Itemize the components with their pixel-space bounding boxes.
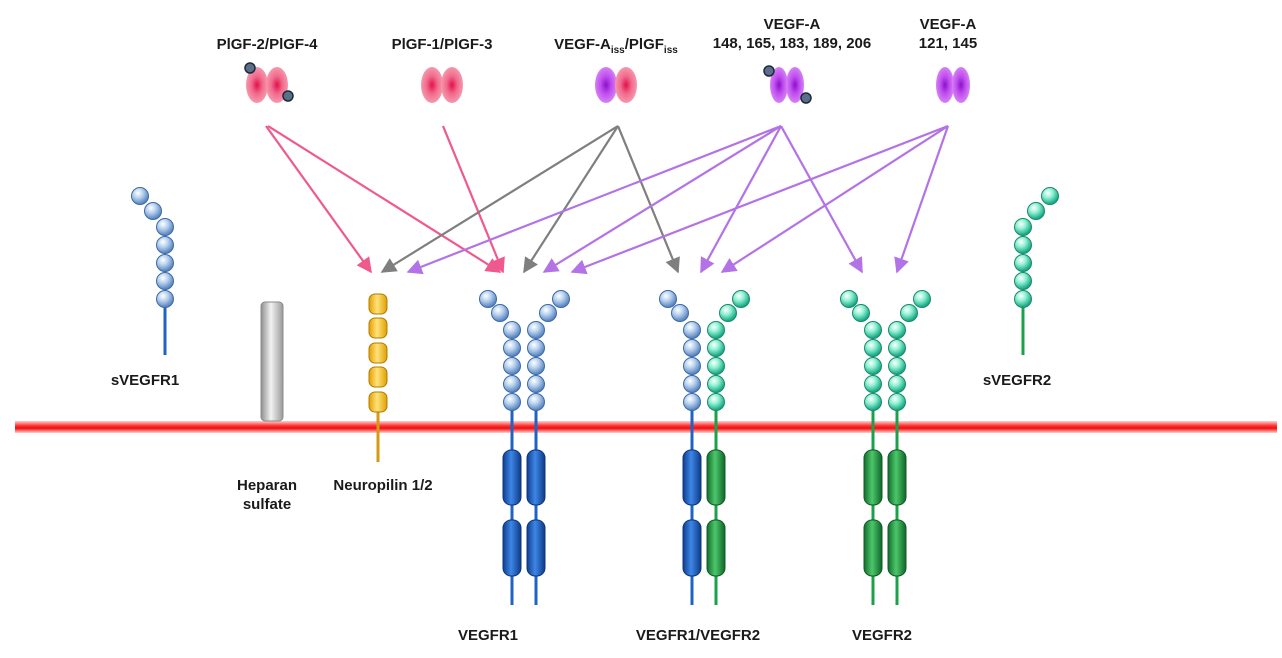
arrow-iss-neuropilin xyxy=(380,125,619,273)
receptor-vegfr2 xyxy=(840,290,931,605)
ligand-vegfa-plgf-iss xyxy=(595,67,637,103)
cell-membrane xyxy=(15,421,1277,433)
label-vegfa-long: VEGF-A 148, 165, 183, 189, 206 xyxy=(702,15,882,53)
receptor-svegfr1 xyxy=(131,187,174,355)
label-vegfr2: VEGFR2 xyxy=(851,627,912,644)
arrow-vegfa-short-vegfr2 xyxy=(894,125,950,274)
label-iss-vegfa-sub: iss xyxy=(610,45,625,56)
label-iss-plgf-sub: iss xyxy=(663,45,678,56)
label-vegfa-long-line1: VEGF-A xyxy=(763,16,821,33)
ligand-vegfa-long xyxy=(763,65,812,104)
arrow-vegfa-long-neuropilin xyxy=(406,124,782,275)
arrow-vegfa-long-vegfr2 xyxy=(780,125,863,274)
arrow-vegfa-short-vegfr1 xyxy=(570,124,949,275)
label-plgf13: PlGF-1/PlGF-3 xyxy=(391,36,493,53)
label-iss-plgf: PlGF xyxy=(628,36,664,53)
label-iss-sep: / xyxy=(624,36,629,53)
receptor-vegfr1-vegfr2 xyxy=(659,290,750,605)
label-heparan-line1: Heparan xyxy=(236,477,298,494)
arrow-plgf24-neuropilin xyxy=(265,125,372,274)
arrow-vegfa-long-vegfr1 xyxy=(542,125,782,273)
label-vegfa-short-line1: VEGF-A xyxy=(919,16,977,33)
label-neuropilin: Neuropilin 1/2 xyxy=(333,477,433,494)
receptor-neuropilin xyxy=(368,293,388,462)
arrow-plgf24-vegfr1 xyxy=(267,125,502,273)
arrow-plgf13-vegfr1 xyxy=(441,125,505,274)
label-vegfa-short-line2: 121, 145 xyxy=(918,35,978,52)
label-heparan-line2: sulfate xyxy=(242,496,292,513)
binding-arrows xyxy=(265,124,950,275)
receptor-svegfr2 xyxy=(1014,187,1059,355)
label-svegfr1: sVEGFR1 xyxy=(110,372,180,389)
arrow-vegfa-long-vegfr12 xyxy=(700,125,782,274)
label-heparan-sulfate: Heparan sulfate xyxy=(217,476,317,514)
label-vegfr1: VEGFR1 xyxy=(457,627,518,644)
label-vegfr1-vegfr2: VEGFR1/VEGFR2 xyxy=(635,627,761,644)
label-vegfa-long-line2: 148, 165, 183, 189, 206 xyxy=(712,35,872,52)
heparan-sulfate-bar xyxy=(260,301,284,422)
arrow-vegfa-short-vegfr12 xyxy=(720,125,949,273)
ligand-plgf13 xyxy=(421,67,463,103)
label-plgf24: PlGF-2/PlGF-4 xyxy=(216,36,318,53)
arrow-iss-vegfr12 xyxy=(616,125,680,274)
ligand-plgf24 xyxy=(244,62,294,103)
arrow-iss-vegfr1 xyxy=(523,125,619,274)
label-svegfr2: sVEGFR2 xyxy=(982,372,1052,389)
label-iss-vegfa: VEGF-A xyxy=(554,36,611,53)
receptor-vegfr1 xyxy=(479,290,570,605)
ligand-vegfa-short xyxy=(936,67,970,103)
label-vegfa-short: VEGF-A 121, 145 xyxy=(893,15,1003,53)
label-vegfa-plgf-iss: VEGF-Aiss/PlGFiss xyxy=(531,35,701,60)
